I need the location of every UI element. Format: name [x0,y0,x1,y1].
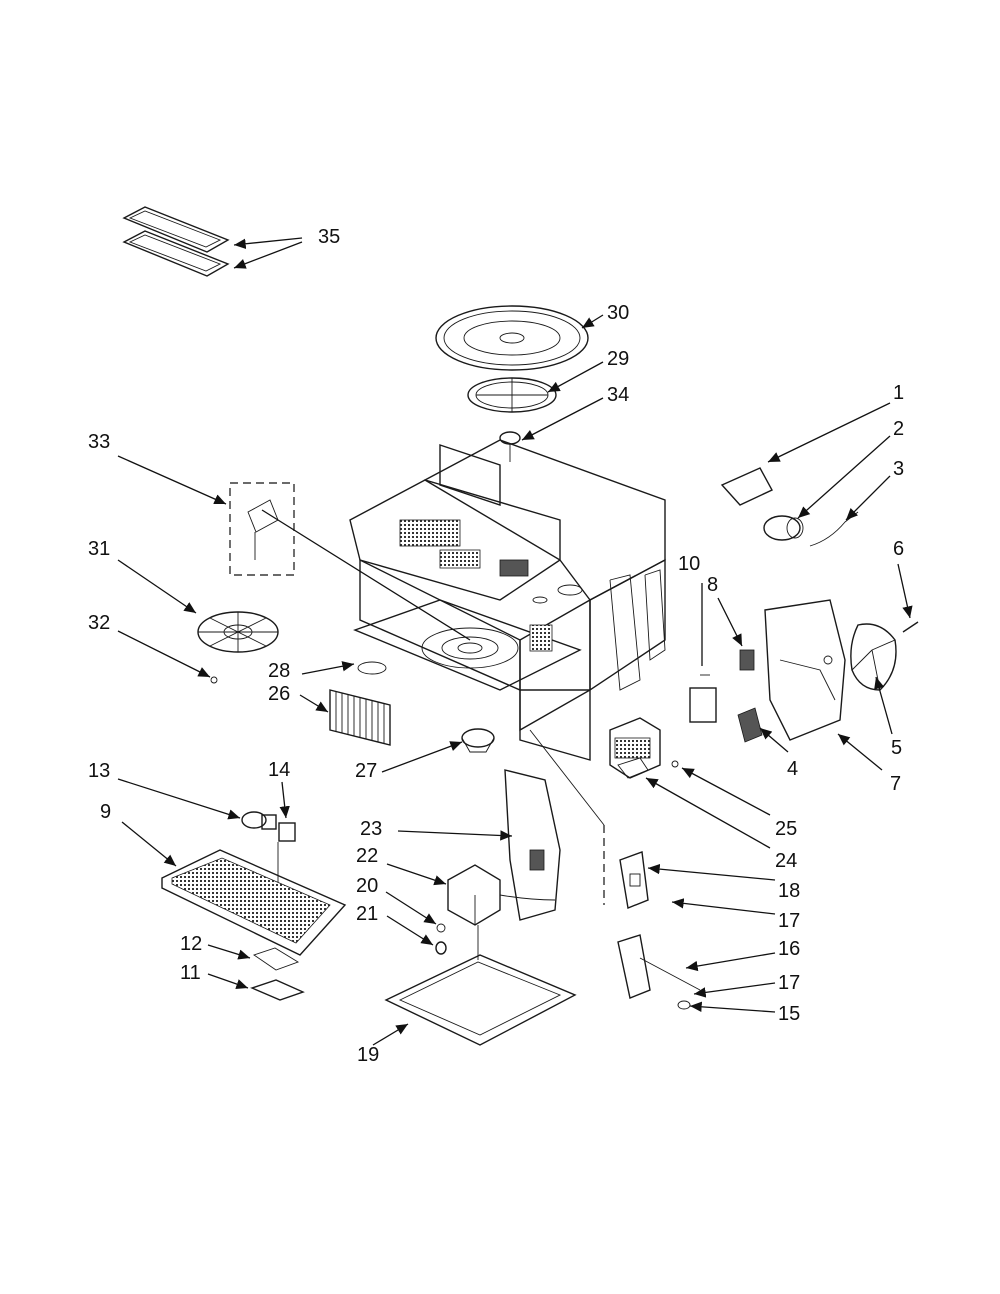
callout-28: 28 [268,660,291,682]
callout-35: 35 [318,226,341,248]
callout-16: 16 [778,938,801,960]
callout-24: 24 [775,850,798,872]
fan-bracket [764,599,846,741]
stirrer-motor [461,728,495,753]
callout-26: 26 [268,683,291,705]
callout-22: 22 [356,845,379,867]
vent-grille [161,849,347,956]
callout-17-lower: 17 [778,972,801,994]
fan-screw [902,621,919,633]
callout-20: 20 [356,875,379,897]
callout-12: 12 [180,933,203,955]
stirrer-assembly [197,611,279,684]
callout-17-upper: 17 [778,910,801,932]
transformer [447,864,556,926]
callout-19: 19 [357,1044,380,1066]
callout-6: 6 [893,538,905,560]
heat-sink [329,689,391,746]
callout-11: 11 [180,962,201,984]
door-latch [720,467,773,506]
callout-3: 3 [893,458,905,480]
gasket [357,661,387,675]
callout-34: 34 [607,384,630,406]
fan-blade [850,623,897,691]
chassis-switch-line [529,729,605,826]
callout-1: 1 [893,382,905,404]
callout-7: 7 [890,773,902,795]
waveguide-cover [504,769,561,921]
turntable-tray [435,305,589,371]
leader-lines [117,237,913,1046]
interlock-switch [739,649,755,671]
wiring-label [689,674,717,723]
callout-32: 32 [88,612,111,634]
roller-ring [467,377,557,413]
light-socket-and-bulb [241,811,296,895]
callout-13: 13 [88,760,111,782]
capacitor-wire [809,511,859,547]
diode-clip [436,923,446,933]
magnetron [609,717,661,779]
callout-30: 30 [607,302,630,324]
oven-cavity-chassis [349,439,666,761]
callout-2: 2 [893,418,905,440]
callout-25: 25 [775,818,798,840]
magnetron-screw [671,760,679,768]
callout-18: 18 [778,880,801,902]
callout-23: 23 [360,818,383,840]
callout-33: 33 [88,431,111,453]
lamp-lens [252,947,300,971]
callout-9: 9 [100,801,112,823]
callout-31: 31 [88,538,111,560]
callout-21: 21 [356,903,379,925]
capacitor [763,515,804,541]
callout-27: 27 [355,760,378,782]
diode [435,941,447,955]
power-relay [737,707,763,743]
thermal-cutout-bracket [229,482,295,576]
callout-29: 29 [607,348,630,370]
callout-10: 10 [678,553,701,575]
lamp-cover [250,979,305,1001]
callout-15: 15 [778,1003,801,1025]
upper-switch-holder [619,851,649,909]
callout-4: 4 [787,758,799,780]
base-plate [384,925,577,1046]
callout-5: 5 [891,737,903,759]
turntable-coupler [499,431,521,462]
charcoal-filters [122,206,230,277]
callout-8: 8 [707,574,719,596]
lower-switch-holder [617,934,701,1010]
callout-14: 14 [268,759,291,781]
